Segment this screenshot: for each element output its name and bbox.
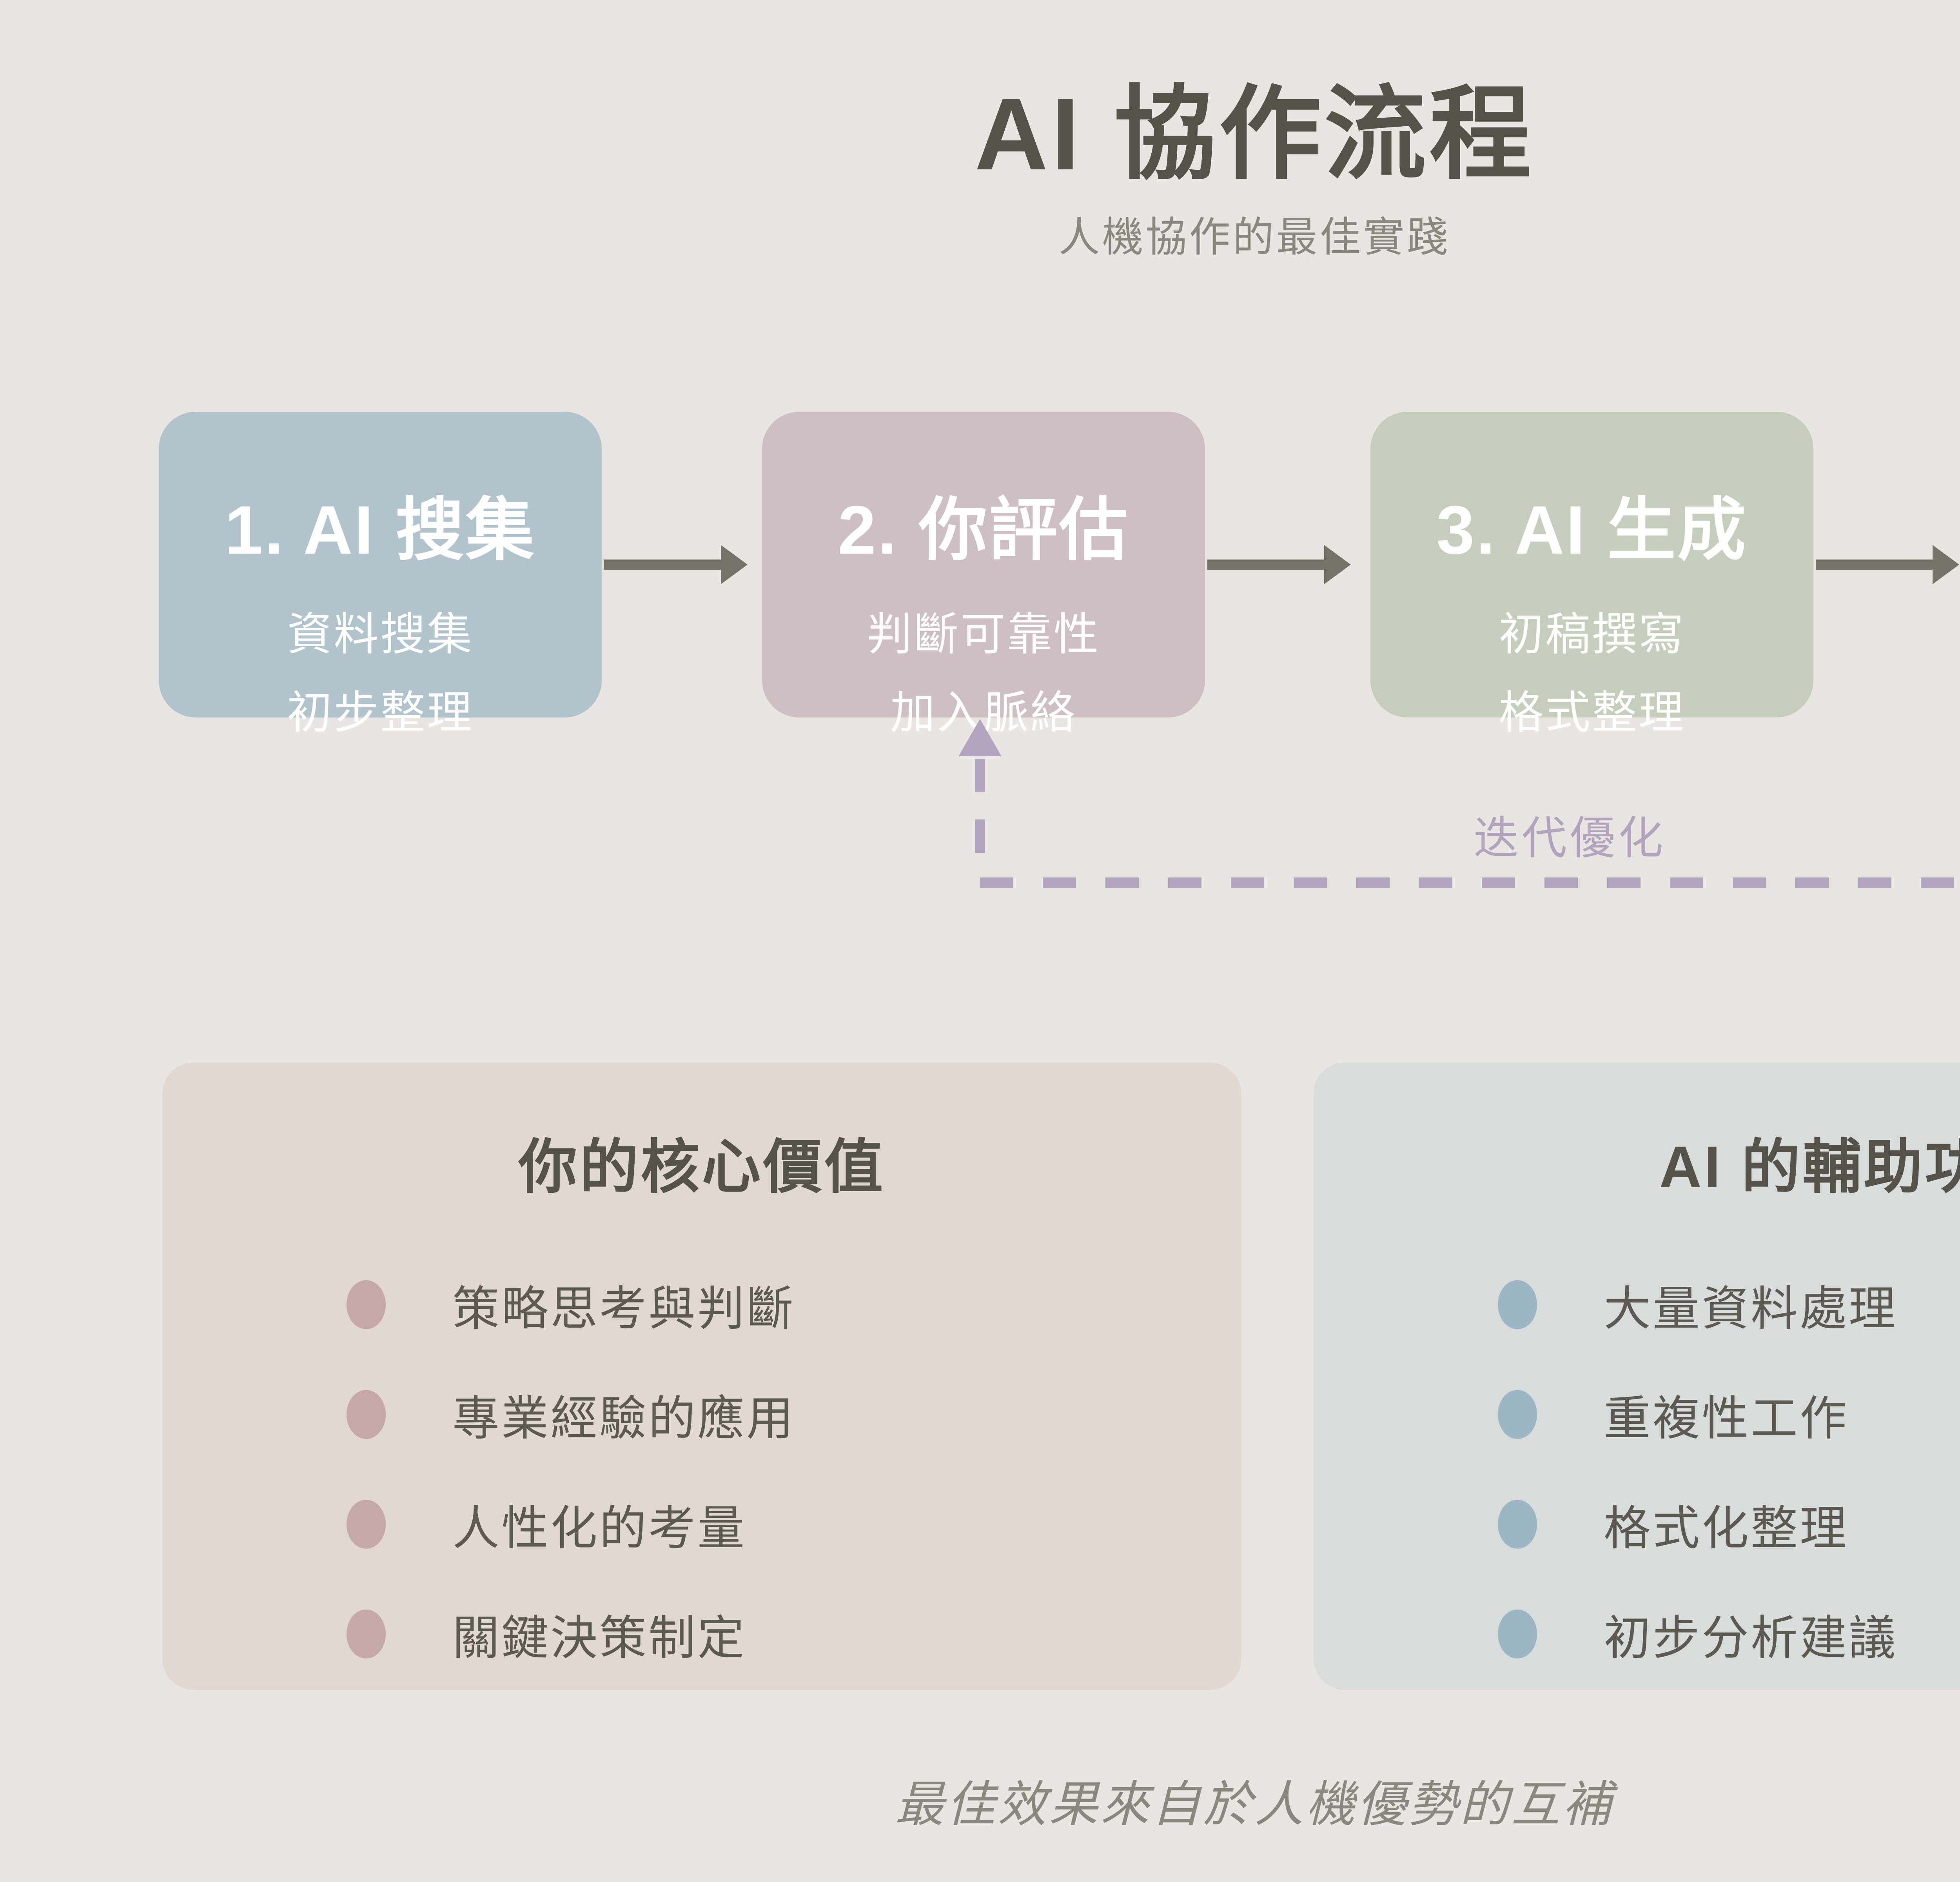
bullet-dot-icon xyxy=(347,1390,386,1439)
bullet-dot-icon xyxy=(347,1499,386,1549)
flow-step-description: 判斷可靠性 加入脈絡 xyxy=(867,595,1100,752)
panel-title: AI 的輔助功能 xyxy=(1659,1134,1960,1200)
panel-list: 大量資料處理 重複性工作 格式化整理 初步分析建議 xyxy=(1314,1250,1960,1689)
list-item-label: 初步分析建議 xyxy=(1604,1612,1898,1664)
flow-step-line: 判斷可靠性 xyxy=(867,609,1100,659)
bullet-dot-icon xyxy=(1498,1609,1537,1659)
bullet-dot-icon xyxy=(1498,1499,1537,1549)
panel-title: 你的核心價值 xyxy=(518,1134,886,1200)
arrow-up-icon xyxy=(958,719,1002,756)
arrow-right-icon xyxy=(1207,545,1352,584)
arrow-head xyxy=(721,545,748,584)
arrow-right-icon xyxy=(604,545,749,584)
arrow-head xyxy=(1324,545,1351,584)
bullet-dot-icon xyxy=(1498,1390,1537,1439)
list-item-label: 大量資料處理 xyxy=(1604,1283,1898,1335)
arrow-stem xyxy=(1816,560,1933,570)
bullet-dot-icon xyxy=(1498,1280,1537,1329)
flow-step-1-ai-collect: 1. AI 搜集 資料搜集 初步整理 xyxy=(159,412,602,738)
arrow-stem xyxy=(604,560,722,570)
list-item: 初步分析建議 xyxy=(1314,1579,1960,1689)
feedback-loop-label: 迭代優化 xyxy=(1473,813,1666,863)
list-item-label: 格式化整理 xyxy=(1604,1502,1849,1555)
list-item-label: 重複性工作 xyxy=(1604,1392,1849,1445)
flow-step-description: 資料搜集 初步整理 xyxy=(287,595,474,752)
arrow-stem xyxy=(1207,560,1325,570)
flow-step-line: 初稿撰寫 xyxy=(1498,609,1685,659)
list-item-label: 關鍵決策制定 xyxy=(452,1612,746,1664)
flow-step-line: 資料搜集 xyxy=(287,609,474,659)
list-item-label: 專業經驗的應用 xyxy=(452,1392,795,1445)
flow-step-title: 3. AI 生成 xyxy=(1436,492,1748,569)
arrow-right-icon xyxy=(1816,545,1960,584)
panel-list: 策略思考與判斷 專業經驗的應用 人性化的考量 關鍵決策制定 xyxy=(162,1250,1241,1689)
flow-step-line: 初步整理 xyxy=(287,688,474,738)
list-item: 專業經驗的應用 xyxy=(162,1359,1241,1469)
flow-step-description: 初稿撰寫 格式整理 xyxy=(1499,595,1685,752)
flow-step-title: 2. 你評估 xyxy=(838,492,1129,569)
bullet-dot-icon xyxy=(347,1280,386,1329)
footer-note: 最佳效果來自於人機優勢的互補 xyxy=(895,1777,1614,1832)
list-item: 人性化的考量 xyxy=(162,1469,1241,1579)
list-item: 格式化整理 xyxy=(1314,1469,1960,1579)
list-item: 策略思考與判斷 xyxy=(162,1250,1241,1359)
page-subtitle: 人機協作的最佳實踐 xyxy=(1058,214,1450,260)
flow-step-title: 1. AI 搜集 xyxy=(225,492,536,569)
flow-step-3-ai-generate: 3. AI 生成 初稿撰寫 格式整理 xyxy=(1370,412,1813,738)
list-item: 重複性工作 xyxy=(1314,1359,1960,1469)
page-title: AI 協作流程 xyxy=(974,78,1535,191)
panel-your-core-value: 你的核心價值 策略思考與判斷 專業經驗的應用 人性化的考量 關鍵決策制定 xyxy=(162,1063,1241,1690)
feedback-loop-left-segment xyxy=(975,759,985,880)
list-item: 大量資料處理 xyxy=(1314,1250,1960,1359)
panel-ai-assist-functions: AI 的輔助功能 大量資料處理 重複性工作 格式化整理 初步分析建議 xyxy=(1314,1063,1960,1690)
list-item-label: 策略思考與判斷 xyxy=(452,1283,795,1335)
arrow-head xyxy=(1933,545,1959,584)
flow-step-line: 格式整理 xyxy=(1498,688,1685,738)
feedback-loop-bottom-segment xyxy=(980,877,1960,888)
bullet-dot-icon xyxy=(347,1609,386,1659)
list-item: 關鍵決策制定 xyxy=(162,1579,1241,1689)
list-item-label: 人性化的考量 xyxy=(452,1502,746,1555)
flow-step-2-you-evaluate: 2. 你評估 判斷可靠性 加入脈絡 xyxy=(762,412,1205,738)
